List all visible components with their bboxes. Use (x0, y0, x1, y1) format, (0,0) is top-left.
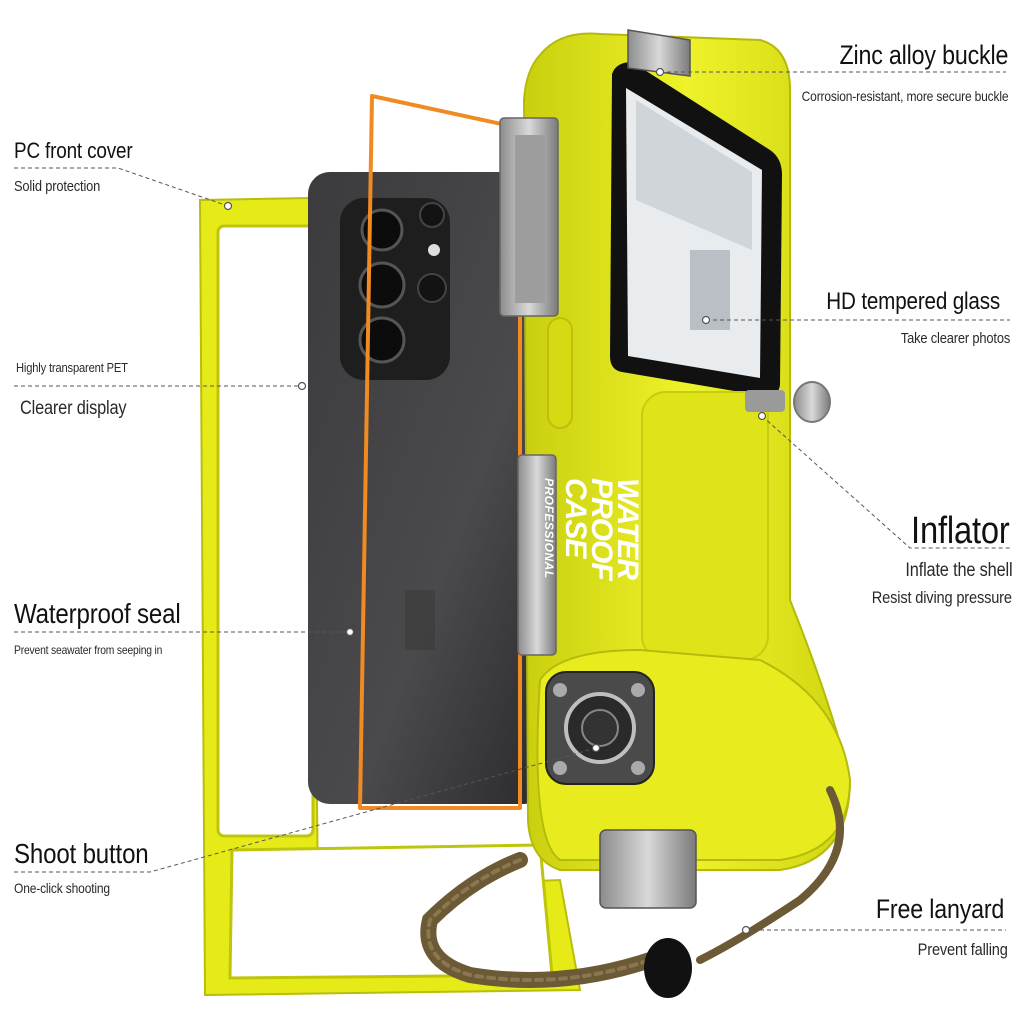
shoot-button-desc: One-click shooting (14, 880, 110, 896)
zinc-buckle-title: Zinc alloy buckle (839, 40, 1008, 70)
pc-front-cover-desc: Solid protection (14, 178, 101, 195)
zinc-alloy-buckle (627, 29, 691, 77)
hinge-top (499, 117, 559, 317)
free-lanyard-desc: Prevent falling (917, 940, 1008, 959)
bottom-latch (599, 829, 697, 909)
pc-front-cover-title: PC front cover (14, 138, 133, 163)
shoot-button (545, 671, 655, 785)
case-logo-text: WATER PROOF CASE PROFESSIONAL (536, 478, 644, 658)
waterproof-seal-ring (358, 94, 522, 810)
inflator-title: Inflator (911, 510, 1010, 552)
leader-lines (14, 71, 1010, 931)
waterproof-seal-desc: Prevent seawater from seeping in (14, 643, 163, 657)
case-back-shell (522, 32, 852, 871)
pet-title: Highly transparent PET (16, 360, 128, 375)
inflator-desc-2: Resist diving pressure (871, 588, 1012, 607)
hinge-bottom (517, 454, 557, 656)
inflator-knob (745, 381, 831, 423)
leader-dots (223, 67, 767, 935)
lanyard (420, 786, 844, 998)
waterproof-seal-title: Waterproof seal (14, 598, 181, 629)
inflator-desc-1: Inflate the shell (905, 560, 1012, 581)
pet-desc: Clearer display (20, 398, 127, 419)
free-lanyard-title: Free lanyard (875, 894, 1004, 924)
shoot-button-title: Shoot button (14, 838, 149, 869)
hd-glass-desc: Take clearer photos (900, 330, 1010, 347)
zinc-buckle-desc: Corrosion-resistant, more secure buckle (801, 88, 1008, 104)
case-logo-line4: PROFESSIONAL (542, 478, 556, 579)
hd-glass-title: HD tempered glass (826, 288, 1000, 315)
